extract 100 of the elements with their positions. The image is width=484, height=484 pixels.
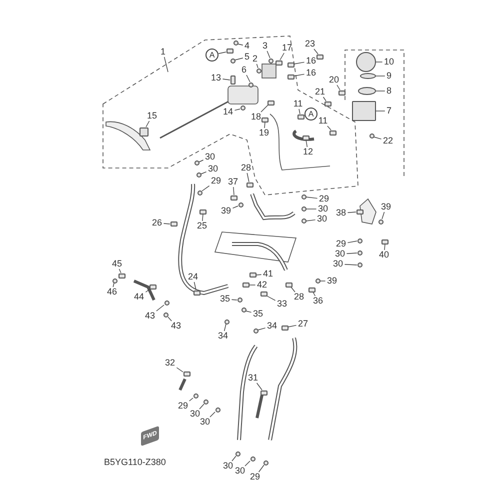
bracket-part: [356, 209, 363, 214]
callout-number: 20: [329, 76, 339, 84]
callout-number: 30: [235, 466, 245, 476]
callout-number: 19: [259, 128, 269, 138]
bracket-part: [230, 195, 238, 200]
leader-line: [202, 185, 210, 192]
leader-line: [336, 84, 340, 90]
reference-circle: A: [206, 48, 218, 62]
leader-line: [146, 120, 150, 128]
callout-number: 38: [336, 208, 346, 218]
bracket-part: [302, 135, 310, 140]
callout-number: 28: [294, 292, 304, 302]
washer-part: [230, 58, 235, 64]
bracket-part: [242, 282, 249, 288]
callout-number: 29: [178, 402, 188, 410]
bracket-part: [330, 130, 337, 135]
washer-part: [237, 298, 242, 303]
washer-part: [112, 278, 118, 283]
leader-line: [231, 299, 238, 300]
leader-line: [164, 56, 168, 72]
leader-line: [298, 108, 300, 114]
bracket-part: [338, 90, 345, 95]
callout-number: 41: [263, 270, 273, 278]
leader-line: [320, 280, 326, 282]
washer-part: [164, 300, 169, 306]
bracket-part: [260, 390, 268, 395]
washer-part: [357, 262, 362, 268]
leader-line: [280, 52, 284, 60]
callout-number: 11: [293, 100, 303, 108]
callout-number: 25: [197, 222, 207, 230]
callout-number: 31: [248, 374, 258, 382]
leader-line: [306, 196, 318, 199]
callout-number: 4: [244, 42, 250, 50]
callout-number: 30: [205, 152, 215, 162]
leader-line: [248, 284, 256, 286]
callout-number: 35: [253, 310, 263, 318]
bracket-part: [200, 209, 207, 214]
callout-number: 16: [306, 68, 316, 78]
callout-number: 30: [318, 204, 328, 214]
leader-line: [327, 126, 332, 130]
leader-line: [202, 214, 204, 222]
callout-number: 30: [190, 410, 200, 418]
callout-number: 1: [160, 48, 166, 56]
leader-line: [244, 460, 250, 466]
diagram-code: B5YG110-Z380: [104, 457, 166, 467]
leader-line: [232, 456, 236, 462]
reference-circle: A: [304, 108, 318, 120]
leader-line: [266, 50, 270, 58]
callout-number: 42: [257, 280, 267, 290]
callout-number: 12: [303, 148, 313, 156]
leader-line: [258, 464, 264, 472]
bracket-part: [139, 127, 148, 136]
washer-part: [263, 460, 268, 465]
callout-number: 34: [267, 322, 277, 330]
leader-line: [294, 74, 305, 76]
callout-number: 14: [223, 108, 233, 116]
washer-part: [250, 456, 255, 461]
leader-line: [314, 48, 318, 54]
callout-number: 36: [313, 296, 323, 306]
callout-number: 34: [218, 332, 228, 340]
callout-number: 18: [251, 112, 261, 122]
leader-line: [188, 398, 194, 402]
callout-number: 44: [134, 292, 144, 302]
washer-part: [224, 319, 230, 324]
leader-line: [306, 219, 316, 222]
callout-number: 15: [147, 112, 157, 120]
callout-number: 29: [250, 472, 260, 482]
leader-line: [246, 74, 250, 82]
callout-number: 29: [336, 240, 346, 248]
washer-part: [357, 238, 362, 244]
callout-number: 30: [200, 418, 210, 426]
washer-part: [268, 58, 274, 63]
washer-part: [196, 172, 201, 178]
callout-number: 10: [384, 58, 394, 66]
washer-part: [236, 451, 240, 456]
leader-line: [176, 367, 184, 372]
bracket-part: [286, 282, 292, 287]
leader-line: [376, 110, 386, 112]
washer-part: [301, 194, 306, 200]
callout-number: 43: [171, 322, 181, 330]
washer-part: [238, 202, 243, 208]
callout-number: 27: [298, 320, 308, 328]
callout-number: 13: [211, 74, 221, 82]
leader-line: [256, 382, 262, 390]
callout-number: 43: [145, 312, 155, 320]
leader-line: [260, 104, 268, 112]
callout-number: 45: [112, 260, 122, 268]
callout-number: 30: [333, 260, 343, 268]
leader-line: [118, 268, 122, 274]
leader-line: [266, 296, 276, 301]
leader-line: [376, 90, 386, 92]
washer-part: [315, 278, 320, 284]
bracket-part: [249, 272, 256, 278]
bracket-part: [287, 62, 294, 68]
callout-number: 35: [220, 294, 230, 304]
bracket-part: [150, 284, 157, 289]
washer-part: [194, 160, 199, 166]
washer-part: [197, 190, 202, 196]
callout-number: 29: [211, 176, 221, 186]
washer-part: [253, 328, 258, 334]
